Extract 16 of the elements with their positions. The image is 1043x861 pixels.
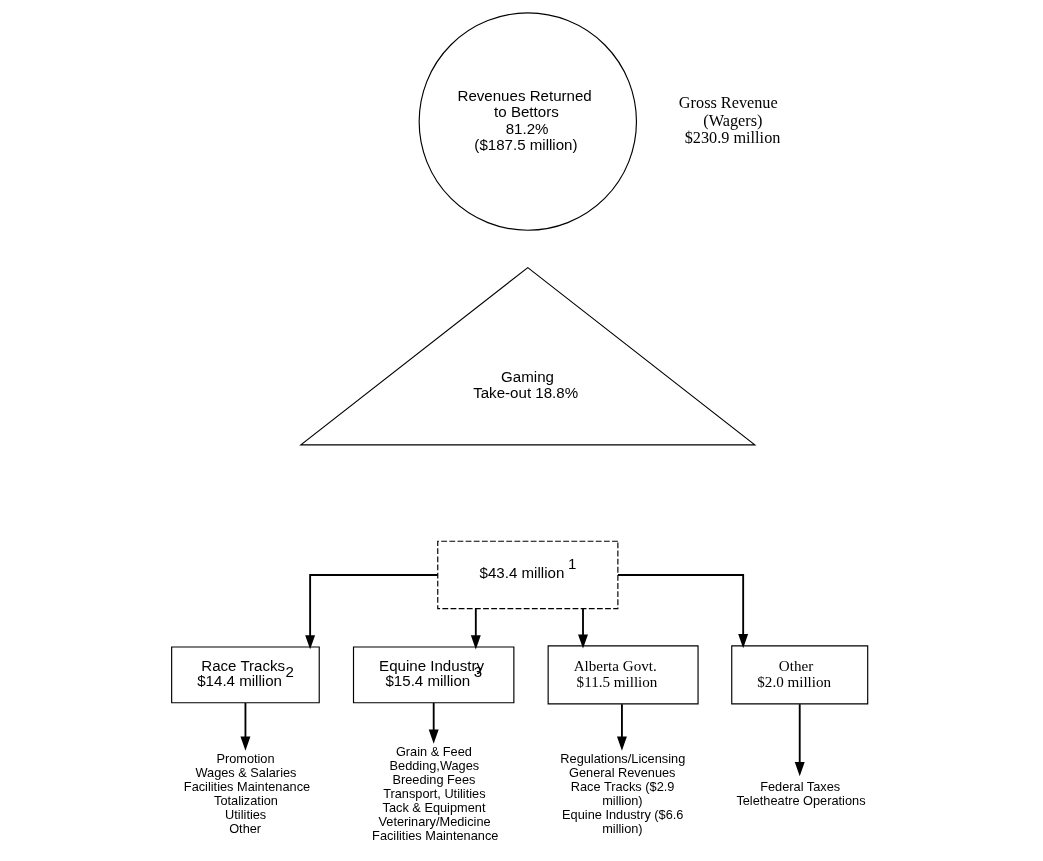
node-text: Federal Taxes Teletheatre Operations bbox=[735, 778, 866, 808]
label: Gross Revenue (Wagers) $230.9 million bbox=[678, 94, 780, 148]
node-box: Other $2.0 million bbox=[730, 645, 868, 705]
arrow bbox=[616, 703, 627, 751]
node-text: Regulations/Licensing General Revenues Race Tracks ($2.9 million) Equine Industry ($6.6 million) bbox=[559, 750, 685, 836]
arrow bbox=[428, 702, 439, 744]
arrow bbox=[616, 574, 748, 649]
arrow bbox=[239, 702, 250, 751]
arrow bbox=[304, 574, 439, 650]
arrow bbox=[577, 607, 588, 649]
node-text: Grain & Feed Bedding,Wages Breeding Fees Transport, Utilities Tack & Equipment Veterinary/Medicine Facilities Maintenance bbox=[371, 744, 498, 843]
arrow bbox=[794, 703, 805, 777]
node-box: Alberta Govt. $11.5 million bbox=[547, 645, 699, 705]
arrow bbox=[470, 607, 481, 650]
node-circle: Revenues Returned to Bettors 81.2% ($187.5 million) bbox=[418, 12, 637, 231]
node-text: Promotion Wages & Salaries Facilities Maintenance Totalization Utilities Other bbox=[183, 750, 310, 836]
